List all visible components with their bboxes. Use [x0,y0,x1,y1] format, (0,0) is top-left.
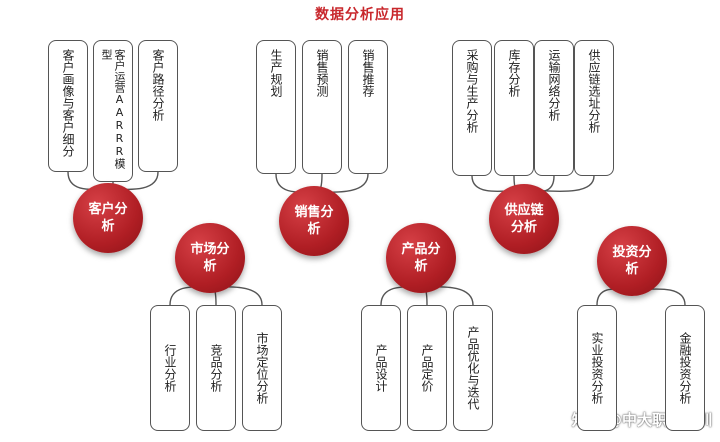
market-hub-label: 市场分析 [190,242,230,274]
product-hub-label: 产品分析 [401,242,441,274]
supply-item-card: 采购与生产分析 [452,40,492,176]
customer-hub-label: 客户分析 [88,202,128,234]
supply-hub-label: 供应链分析 [504,203,544,235]
customer-item-label: 客户运营AARRR模型 [100,49,126,169]
sales-hub: 销售分析 [279,186,349,256]
customer-item-label: 客户画像与客户细分 [61,49,75,157]
page-title: 数据分析应用 [315,7,405,23]
supply-item-label: 采购与生产分析 [465,49,479,133]
invest-hub-label: 投资分析 [612,245,652,277]
sales-item-card: 生产规划 [256,40,296,174]
market-item-label: 行业分析 [163,344,177,392]
sales-item-label: 销售推荐 [361,49,375,97]
product-item-label: 产品定价 [420,344,434,392]
invest-item-card: 金融投资分析 [665,305,705,431]
invest-item-label: 金融投资分析 [678,332,692,404]
supply-item-label: 库存分析 [507,49,521,97]
market-item-label: 竞品分析 [209,344,223,392]
customer-item-card: 客户路径分析 [138,40,178,172]
customer-hub: 客户分析 [73,183,143,253]
sales-item-card: 销售预测 [302,40,342,174]
product-item-label: 产品优化与迭代 [466,326,480,410]
supply-item-label: 供应链选址分析 [587,49,601,133]
invest-item-label: 实业投资分析 [590,332,604,404]
supply-hub: 供应链分析 [489,184,559,254]
market-item-card: 行业分析 [150,305,190,431]
invest-hub: 投资分析 [597,226,667,296]
market-item-card: 竞品分析 [196,305,236,431]
market-item-label: 市场定位分析 [255,332,269,404]
market-item-card: 市场定位分析 [242,305,282,431]
product-hub: 产品分析 [386,223,456,293]
sales-item-card: 销售推荐 [348,40,388,174]
customer-item-card: 客户运营AARRR模型 [93,40,133,182]
invest-item-card: 实业投资分析 [577,305,617,431]
customer-item-label: 客户路径分析 [151,49,165,121]
sales-hub-label: 销售分析 [294,205,334,237]
sales-item-label: 生产规划 [269,49,283,97]
sales-item-label: 销售预测 [315,49,329,97]
product-item-label: 产品设计 [374,344,388,392]
product-item-card: 产品优化与迭代 [453,305,493,431]
supply-item-label: 运输网络分析 [547,49,561,121]
market-hub: 市场分析 [175,223,245,293]
supply-item-card: 供应链选址分析 [574,40,614,176]
supply-item-card: 库存分析 [494,40,534,176]
customer-item-card: 客户画像与客户细分 [48,40,88,172]
supply-item-card: 运输网络分析 [534,40,574,176]
product-item-card: 产品设计 [361,305,401,431]
product-item-card: 产品定价 [407,305,447,431]
